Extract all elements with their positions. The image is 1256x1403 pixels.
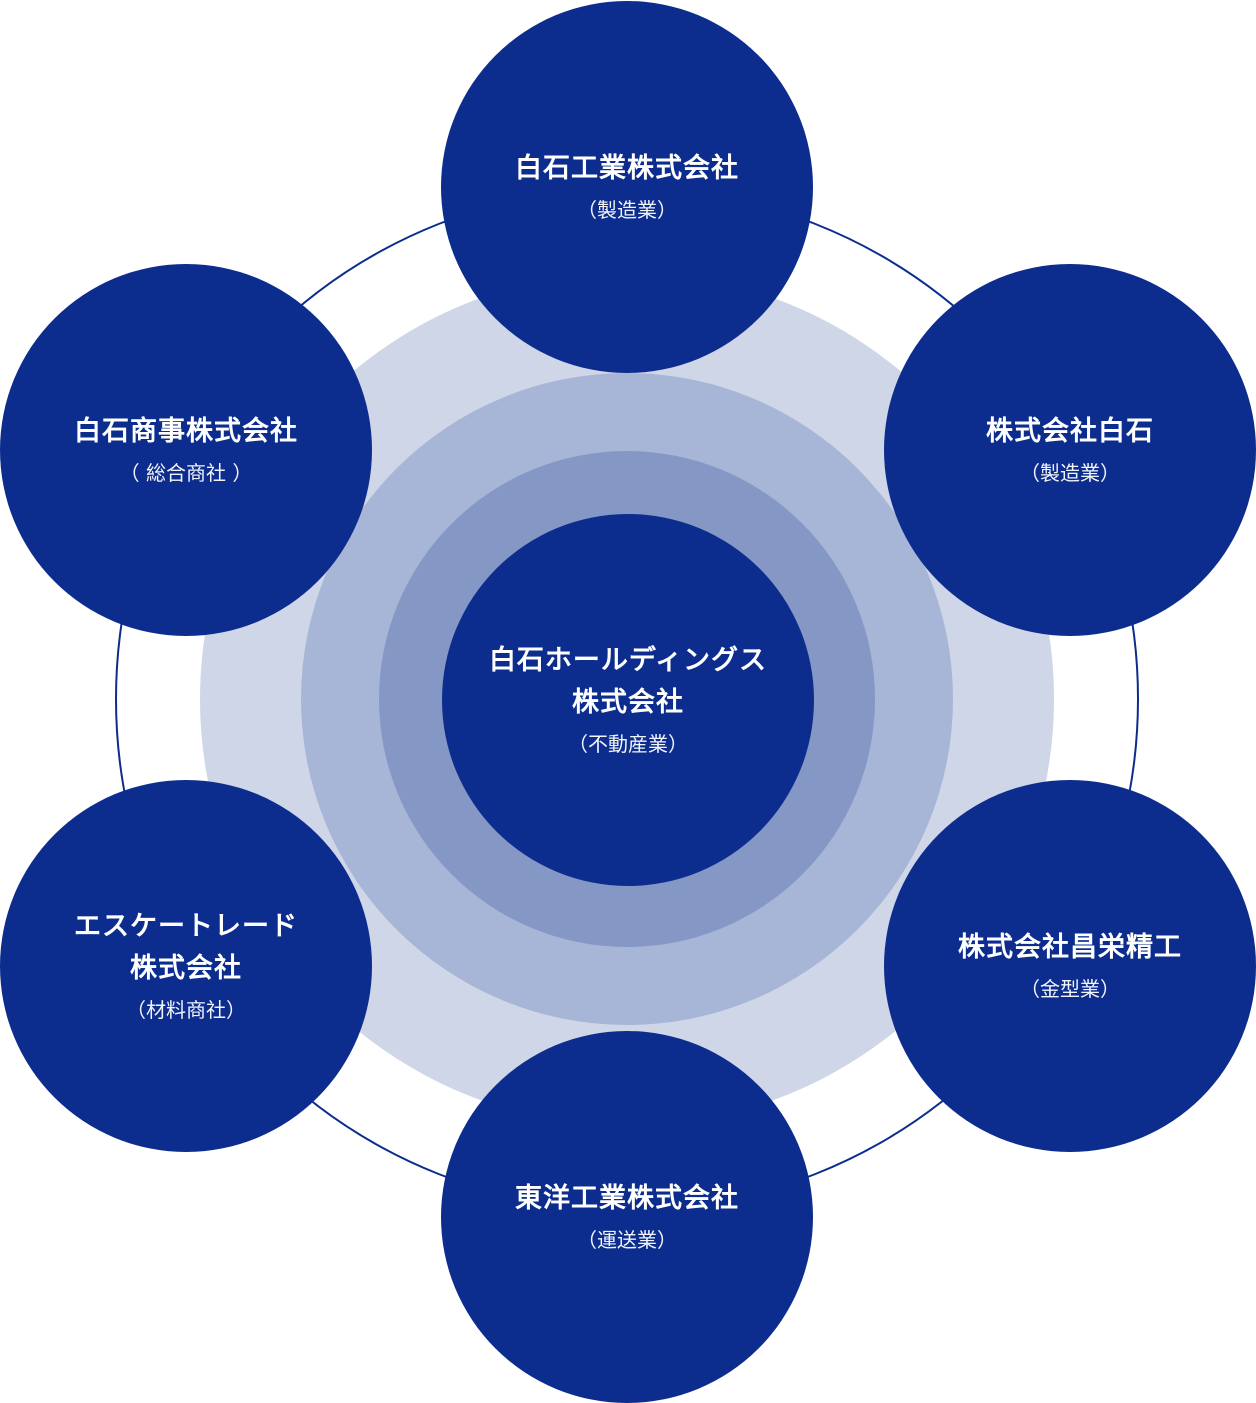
company-industry: （金型業）	[1020, 976, 1120, 1001]
holding-company-node: 白石ホールディングス 株式会社 （不動産業）	[442, 514, 814, 886]
company-name: エスケートレード 株式会社	[74, 911, 298, 984]
company-name: 白石商事株式会社	[74, 416, 298, 448]
company-node-bottom-right: 株式会社昌栄精工 （金型業）	[884, 780, 1256, 1152]
company-industry: （製造業）	[1020, 460, 1120, 485]
company-name: 株式会社白石	[986, 416, 1154, 448]
company-name: 株式会社昌栄精工	[958, 932, 1182, 964]
holding-company-name: 白石ホールディングス 株式会社	[488, 645, 768, 718]
company-industry: （材料商社）	[126, 997, 246, 1022]
company-industry: （運送業）	[577, 1227, 677, 1252]
company-industry: （ 総合商社 ）	[119, 460, 253, 485]
company-node-top-right: 株式会社白石 （製造業）	[884, 264, 1256, 636]
company-industry: （製造業）	[577, 197, 677, 222]
company-node-top: 白石工業株式会社 （製造業）	[441, 1, 813, 373]
holding-company-industry: （不動産業）	[568, 731, 688, 756]
company-node-top-left: 白石商事株式会社 （ 総合商社 ）	[0, 264, 372, 636]
company-node-bottom-left: エスケートレード 株式会社 （材料商社）	[0, 780, 372, 1152]
company-node-bottom: 東洋工業株式会社 （運送業）	[441, 1031, 813, 1403]
company-name: 白石工業株式会社	[515, 153, 739, 185]
company-name: 東洋工業株式会社	[515, 1183, 739, 1215]
